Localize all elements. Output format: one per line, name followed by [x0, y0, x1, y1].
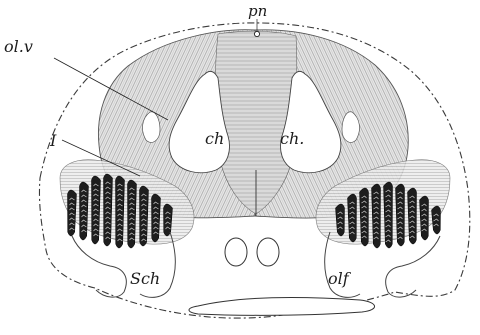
label-ch-left: ch	[205, 129, 224, 148]
lower-slit	[189, 298, 375, 316]
right-nostril	[257, 238, 279, 266]
lamella	[432, 206, 441, 234]
lamella	[68, 190, 77, 236]
label-olv: ol.v	[4, 37, 33, 56]
label-roman-one: I	[49, 131, 57, 150]
left-nostril	[225, 238, 247, 266]
right-nasal-capsule	[386, 236, 440, 297]
pineal-marker	[254, 31, 259, 36]
lamella	[420, 196, 429, 240]
label-olf: olf	[328, 269, 352, 288]
label-ch-right: ch.	[280, 129, 304, 148]
label-sch: Sch	[130, 269, 160, 288]
label-pn: pn	[248, 2, 267, 20]
